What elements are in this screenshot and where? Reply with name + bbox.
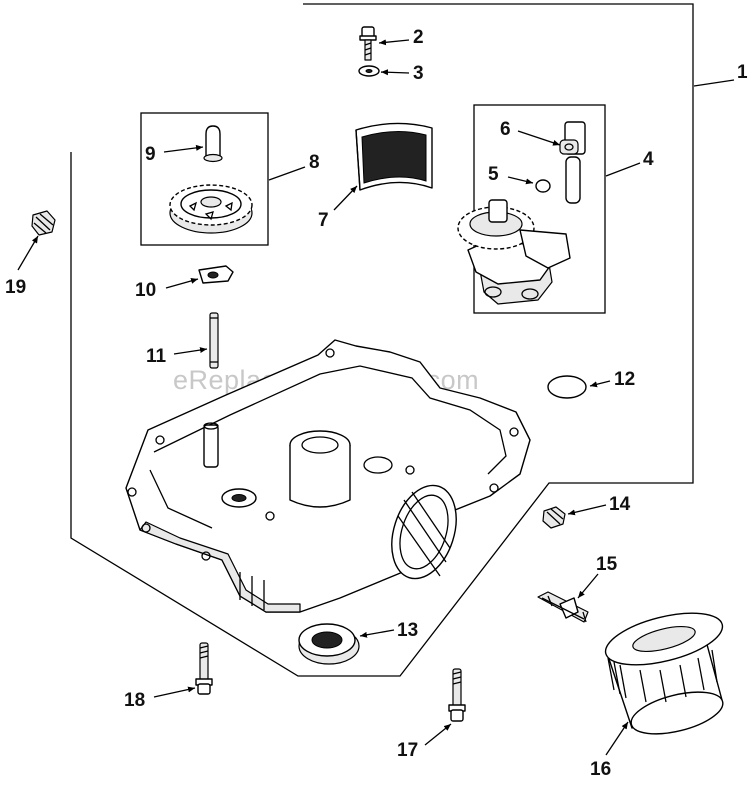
- closure-plate-housing: [125, 339, 531, 613]
- valve-part-6: [559, 121, 586, 204]
- callout-15: 15: [596, 554, 618, 575]
- washer-part-3: [358, 65, 380, 77]
- bolt-part-17: [448, 668, 466, 722]
- callout-14: 14: [609, 494, 631, 515]
- dowel-pin-part-11: [209, 312, 219, 369]
- plug-part-19: [31, 210, 56, 236]
- callout-17: 17: [397, 740, 418, 761]
- bearing-shell-part-7: [355, 122, 433, 191]
- callout-16: 16: [590, 759, 611, 780]
- callout-6: 6: [500, 119, 511, 140]
- assembly-outline: [70, 3, 694, 677]
- callout-18: 18: [124, 690, 145, 711]
- o-ring-part-12: [547, 375, 587, 399]
- leader-lines: [17, 39, 735, 756]
- callout-4: 4: [643, 149, 654, 170]
- gear-subassembly-box: [140, 112, 269, 246]
- nipple-part-15: [537, 591, 589, 623]
- bolt-part-18: [195, 642, 213, 695]
- o-ring-part-5: [535, 179, 551, 193]
- plate-part-10: [198, 265, 234, 284]
- callout-11: 11: [146, 346, 167, 367]
- callout-2: 2: [413, 27, 424, 48]
- callout-12: 12: [614, 369, 635, 390]
- callout-1: 1: [737, 62, 748, 83]
- callout-3: 3: [413, 63, 424, 84]
- callout-19: 19: [5, 277, 26, 298]
- callout-7: 7: [318, 210, 329, 231]
- callout-5: 5: [488, 164, 499, 185]
- oil-pump-part-4: [457, 199, 571, 305]
- pin-part-9: [203, 125, 223, 163]
- callout-8: 8: [309, 152, 320, 173]
- pump-subassembly-box: [473, 104, 606, 314]
- plug-part-14: [542, 506, 566, 529]
- callout-10: 10: [135, 280, 156, 301]
- callout-13: 13: [397, 620, 418, 641]
- screw-part-2: [359, 26, 377, 61]
- oil-seal-part-13: [298, 623, 360, 665]
- callout-9: 9: [145, 144, 156, 165]
- oil-filter-part-16: [604, 612, 724, 735]
- gear-part-8: [169, 184, 253, 234]
